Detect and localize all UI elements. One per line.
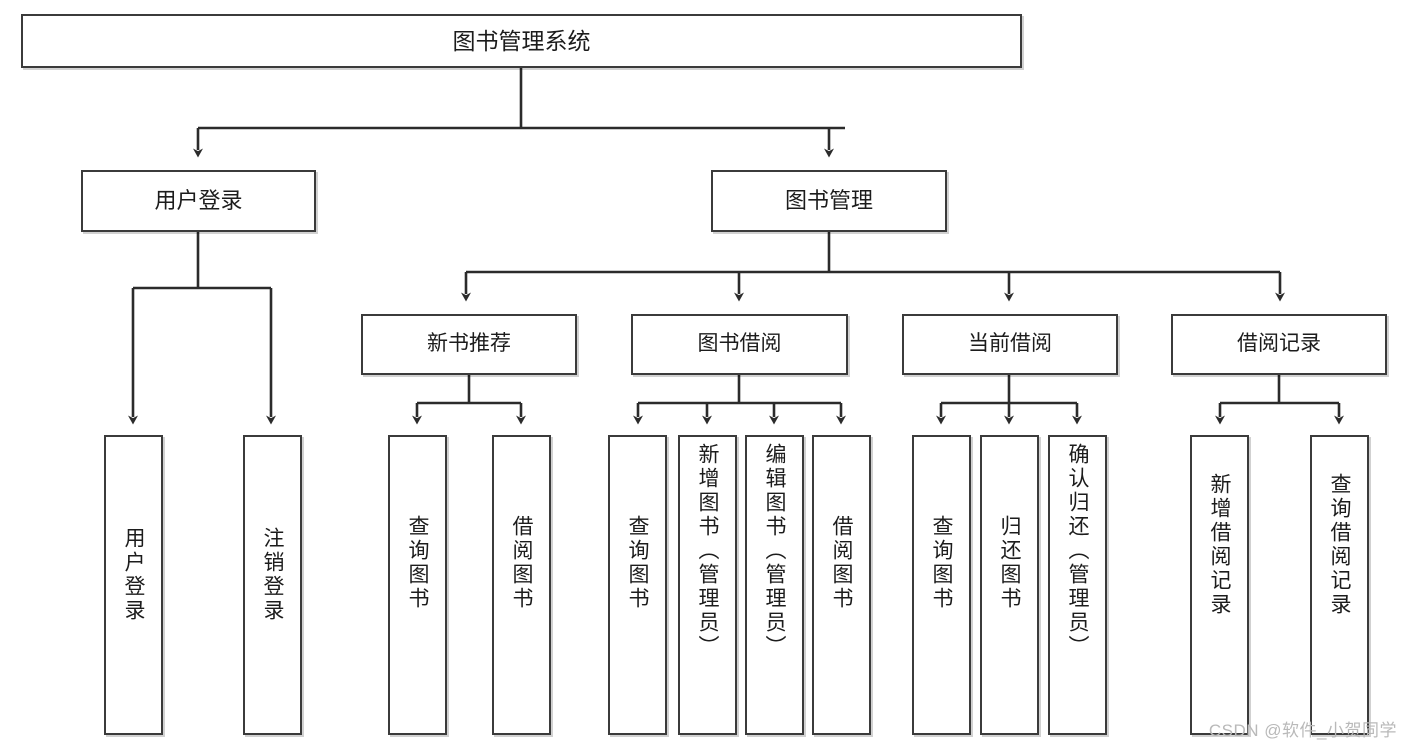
watermark-text: CSDN @软件_小贺同学 [1208,721,1397,740]
node-label: 用户登录 [154,188,243,214]
node-leaf-query-borrow-record[interactable]: 查询借阅记录 [1310,435,1369,735]
node-label: 借阅图书 [830,515,853,611]
node-label: 查询借阅记录 [1328,473,1351,617]
node-leaf-return-book[interactable]: 归还图书 [980,435,1039,735]
node-leaf-confirm-return-admin[interactable]: 确认归还（管理员） [1048,435,1107,735]
node-label: 新增借阅记录 [1208,473,1231,617]
node-label: 当前借阅 [968,332,1052,356]
node-leaf-user-logout[interactable]: 注销登录 [243,435,302,735]
node-label: 归还图书 [998,515,1021,611]
node-book-borrow[interactable]: 图书借阅 [631,314,848,375]
node-label: 图书管理 [784,188,873,214]
node-label: 确认归还（管理员） [1066,443,1089,659]
node-book-management[interactable]: 图书管理 [711,170,947,232]
node-label: 注销登录 [261,527,284,623]
node-new-book-recommend[interactable]: 新书推荐 [361,314,577,375]
node-label: 编辑图书（管理员） [763,443,786,659]
node-leaf-add-book-admin[interactable]: 新增图书（管理员） [678,435,737,735]
node-label: 图书借阅 [697,332,782,356]
node-label: 新书推荐 [427,332,511,356]
node-root-book-management-system[interactable]: 图书管理系统 [21,14,1022,68]
node-user-login[interactable]: 用户登录 [81,170,316,232]
node-label: 借阅记录 [1237,332,1321,356]
node-label: 用户登录 [122,527,145,623]
node-label: 查询图书 [626,515,649,611]
node-leaf-user-login[interactable]: 用户登录 [104,435,163,735]
node-label: 查询图书 [406,515,429,611]
node-label: 新增图书（管理员） [696,443,719,659]
node-leaf-query-book-1[interactable]: 查询图书 [388,435,447,735]
node-current-borrow[interactable]: 当前借阅 [902,314,1118,375]
node-leaf-edit-book-admin[interactable]: 编辑图书（管理员） [745,435,804,735]
node-borrow-record[interactable]: 借阅记录 [1171,314,1387,375]
node-leaf-query-book-3[interactable]: 查询图书 [912,435,971,735]
node-leaf-borrow-book-1[interactable]: 借阅图书 [492,435,551,735]
node-leaf-query-book-2[interactable]: 查询图书 [608,435,667,735]
node-leaf-borrow-book-2[interactable]: 借阅图书 [812,435,871,735]
node-leaf-add-borrow-record[interactable]: 新增借阅记录 [1190,435,1249,735]
node-label: 查询图书 [930,515,953,611]
node-label: 借阅图书 [510,515,533,611]
node-label: 图书管理系统 [452,27,591,54]
